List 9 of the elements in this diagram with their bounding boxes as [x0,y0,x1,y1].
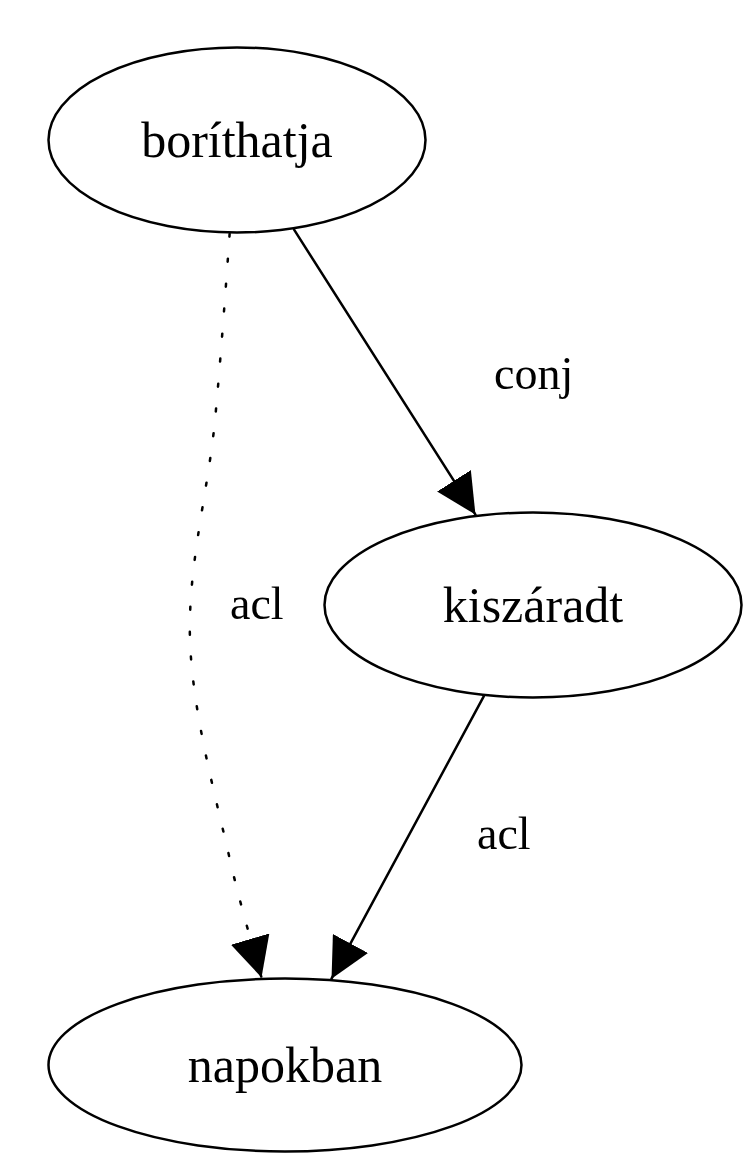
node-label: kiszáradt [442,576,624,634]
node-label: napokban [187,1036,383,1094]
arrow [330,695,485,980]
ellipse-node [47,46,427,234]
arrow [292,228,477,516]
node-label: boríthatja [141,111,333,169]
ellipse-node [47,977,523,1153]
ellipse-node [323,511,743,699]
arrow [188,232,270,979]
